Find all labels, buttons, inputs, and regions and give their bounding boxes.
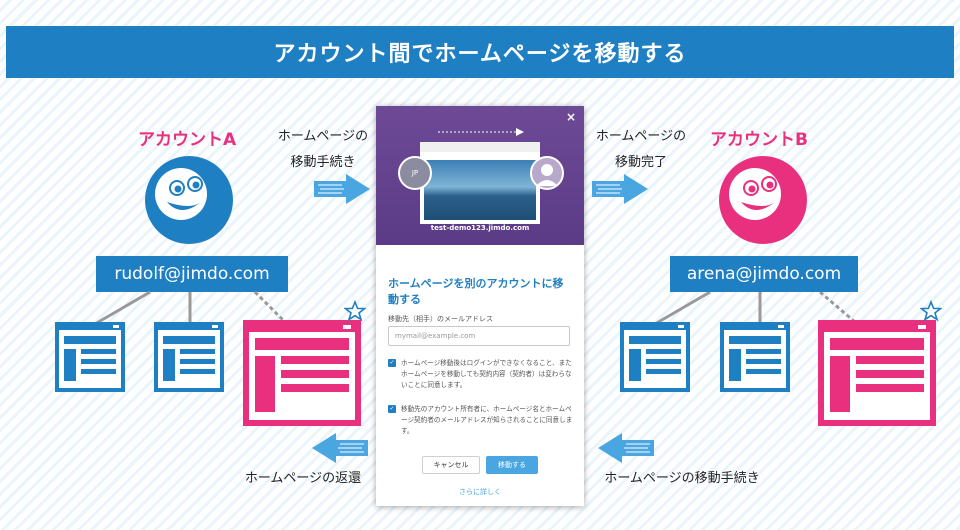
agreement-text-1: ホームページ移動後はログインができなくなること、またホームページを移動しても契約… [401,359,572,389]
arrow-left-icon [598,433,654,463]
account-a-email: rudolf@jimdo.com [96,256,288,292]
cancel-button[interactable]: キャンセル [422,456,480,474]
dialog-header: × JP test-demo123.jimdo.com [376,106,584,245]
transfer-arrow-icon [438,128,524,136]
site-icon-a-moving [243,320,361,426]
move-site-dialog: × JP test-demo123.jimdo.com ホームページを別のアカウ… [376,106,584,506]
site-preview [420,142,540,224]
complete-caption-line2: 移動完了 [614,155,667,170]
account-b-email: arena@jimdo.com [670,256,858,292]
learn-more-link[interactable]: さらに詳しく [459,488,501,496]
site-icon-b-received [818,320,936,426]
arrow-right-icon [314,174,370,204]
transfer-bottom-caption: ホームページの移動手続き [604,471,760,486]
agreement-check-1[interactable]: ✓ ホームページ移動後はログインができなくなること、またホームページを移動しても… [388,358,574,391]
arrow-right-icon [592,174,648,204]
star-icon [344,300,366,322]
account-b-label: アカウントB [710,130,808,150]
recipient-avatar-icon [530,156,564,190]
dialog-title: ホームページを別のアカウントに移動する [388,277,564,306]
complete-caption: ホームページの 移動完了 [586,124,696,176]
transfer-caption: ホームページの 移動手続き [268,124,378,176]
complete-caption-line1: ホームページの [595,129,687,144]
move-button[interactable]: 移動する [486,456,538,474]
arrow-left-icon [312,433,368,463]
checkbox-checked-icon[interactable]: ✓ [388,359,396,367]
transfer-caption-line2: 移動手続き [290,155,356,170]
site-icon-a1 [55,322,125,392]
transfer-caption-line1: ホームページの [277,129,369,144]
star-icon [920,300,942,322]
site-icon-b2 [720,322,790,392]
smiley-blue-icon [145,156,233,244]
close-icon[interactable]: × [565,110,576,124]
checkbox-checked-icon[interactable]: ✓ [388,405,396,413]
site-icon-b1 [620,322,690,392]
agreement-text-2: 移動先のアカウント所有者に、ホームページ名とホームページ契約者のメールアドレスが… [401,405,573,435]
account-a-label: アカウントA [138,130,237,150]
email-label: 移動先（相手）のメールアドレス [388,315,493,323]
site-url: test-demo123.jimdo.com [430,224,530,232]
smiley-pink-icon [719,156,807,244]
page-title: アカウント間でホームページを移動する [6,26,954,78]
site-icon-a2 [154,322,224,392]
email-field[interactable]: mymail@example.com [388,326,570,346]
avatar: JP [398,156,432,190]
agreement-check-2[interactable]: ✓ 移動先のアカウント所有者に、ホームページ名とホームページ契約者のメールアドレ… [388,404,574,437]
return-caption: ホームページの返還 [244,471,362,486]
